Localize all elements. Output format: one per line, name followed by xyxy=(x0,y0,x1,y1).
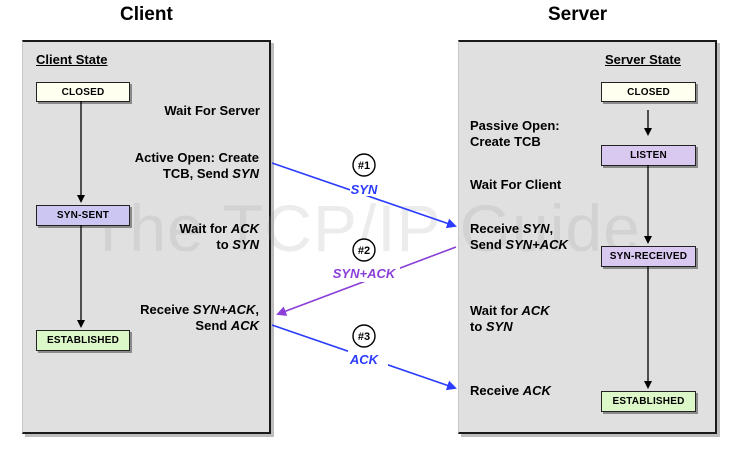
server-passive-open: Passive Open: Create TCB xyxy=(470,118,560,150)
message-1-label: SYN xyxy=(351,182,378,197)
server-wait-for-client: Wait For Client xyxy=(470,177,561,193)
server-closed-state: CLOSED xyxy=(601,82,696,102)
text-segment: SYN xyxy=(522,221,550,236)
server-wait-for-ack: Wait for ACK to SYN xyxy=(470,303,550,335)
text-segment: TCB, Send xyxy=(162,166,233,181)
message-3-label: ACK xyxy=(349,352,380,367)
message-3-badge xyxy=(352,324,376,348)
text-segment: , xyxy=(255,302,259,317)
client-wait-for-server: Wait For Server xyxy=(164,103,260,119)
server-state-heading: Server State xyxy=(605,52,681,67)
text-segment: to xyxy=(216,237,233,252)
text-segment: ACK xyxy=(230,221,259,236)
text-segment: SYN xyxy=(232,166,259,181)
text-segment: Wait For Client xyxy=(470,177,562,192)
text-segment: ACK xyxy=(521,303,550,318)
client-syn-sent-state: SYN-SENT xyxy=(36,205,130,226)
client-closed-state: CLOSED xyxy=(36,82,130,102)
client-wait-for-ack: Wait for ACK to SYN xyxy=(179,221,259,253)
text-segment: ACK xyxy=(522,383,551,398)
text-segment: Wait for xyxy=(470,303,522,318)
message-2-badge-label: #2 xyxy=(358,245,370,257)
text-segment: Send xyxy=(470,237,506,252)
text-segment: Receive xyxy=(470,383,523,398)
text-segment: to xyxy=(470,319,486,334)
client-panel xyxy=(22,40,271,434)
server-title: Server xyxy=(548,4,608,25)
text-segment: SYN xyxy=(485,319,513,334)
text-segment: Wait for xyxy=(179,221,231,236)
text-segment: SYN xyxy=(232,237,259,252)
server-receive-syn: Receive SYN, Send SYN+ACK xyxy=(470,221,568,253)
client-title: Client xyxy=(120,4,173,25)
text-segment: Passive Open: xyxy=(470,118,560,133)
client-active-open: Active Open: Create TCB, Send SYN xyxy=(135,150,259,182)
message-2-label: SYN+ACK xyxy=(333,266,397,281)
server-established-state: ESTABLISHED xyxy=(601,391,696,412)
server-listen-state: LISTEN xyxy=(601,145,696,166)
message-3-badge-label: #3 xyxy=(358,331,370,343)
text-segment: ACK xyxy=(230,318,259,333)
text-segment: SYN+ACK xyxy=(192,302,256,317)
text-segment: Receive xyxy=(470,221,523,236)
message-1-badge-label: #1 xyxy=(358,160,370,172)
client-established-state: ESTABLISHED xyxy=(36,330,130,351)
text-segment: Create TCB xyxy=(470,134,541,149)
text-segment: Wait For Server xyxy=(164,103,260,118)
message-2-badge xyxy=(352,238,376,262)
message-1-badge xyxy=(352,153,376,177)
client-receive-synack: Receive SYN+ACK, Send ACK xyxy=(140,302,259,334)
text-segment: SYN+ACK xyxy=(505,237,568,252)
text-segment: Receive xyxy=(140,302,193,317)
client-state-heading: Client State xyxy=(36,52,108,67)
server-receive-ack: Receive ACK xyxy=(470,383,551,399)
text-segment: Send xyxy=(195,318,231,333)
text-segment: Active Open: Create xyxy=(134,150,259,165)
text-segment: , xyxy=(549,221,554,236)
server-panel xyxy=(458,40,717,434)
